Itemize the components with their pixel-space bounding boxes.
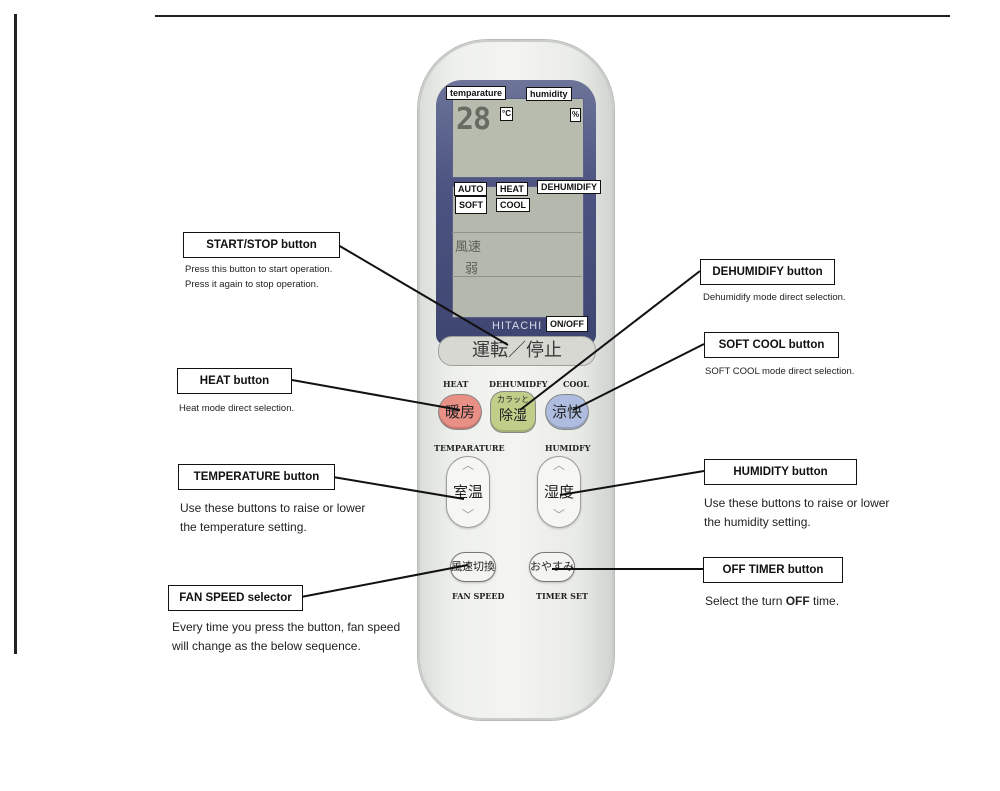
- off-timer-callout-title: OFF TIMER button: [703, 557, 843, 583]
- lcd-divider: [452, 232, 582, 233]
- fan-speed-tag: FAN SPEED: [452, 591, 505, 601]
- heat-tag: HEAT: [443, 379, 469, 389]
- temperature-button-label: 室温: [452, 483, 483, 501]
- display-humidity-label: humidity: [526, 87, 572, 101]
- fan-speed-glyphs: 風速: [455, 240, 482, 255]
- humidity-desc-2: the humidity setting.: [704, 515, 811, 529]
- dehumidify-leader: [519, 270, 701, 411]
- start-stop-button[interactable]: 運転／停止: [438, 336, 596, 366]
- display-temperature-label: temparature: [446, 86, 507, 100]
- soft-cool-desc: SOFT COOL mode direct selection.: [705, 366, 855, 377]
- dehumidify-sub-label: カラッと: [497, 395, 529, 404]
- display-percent: %: [570, 108, 582, 122]
- cool-tag: COOL: [563, 379, 589, 389]
- soft-cool-callout-title: SOFT COOL button: [704, 332, 839, 358]
- start-stop-desc-1: Press this button to start operation.: [185, 264, 333, 275]
- chevron-up-icon[interactable]: ︿: [552, 458, 565, 472]
- start-stop-desc-2: Press it again to stop operation.: [185, 279, 319, 290]
- chevron-up-icon[interactable]: ︿: [461, 458, 474, 472]
- mode-soft-label: SOFT: [455, 196, 487, 214]
- heat-callout-title: HEAT button: [177, 368, 292, 394]
- humidity-callout-title: HUMIDITY button: [704, 459, 857, 485]
- humidity-tag: HUMIDFY: [545, 443, 591, 453]
- display-temperature-value: 28: [456, 102, 491, 137]
- start-stop-callout-title: START/STOP button: [183, 232, 340, 258]
- left-border-line: [14, 14, 17, 654]
- temperature-leader: [332, 476, 465, 500]
- fan-speed-callout-title: FAN SPEED selector: [168, 585, 303, 611]
- off-timer-desc-prefix: Select the turn: [705, 594, 786, 608]
- humidity-leader: [559, 470, 705, 496]
- soft-cool-leader: [572, 343, 705, 411]
- heat-leader: [291, 379, 461, 411]
- humidity-desc-1: Use these buttons to raise or lower: [704, 496, 890, 510]
- fan-level-glyph: 弱: [465, 262, 479, 277]
- timer-set-tag: TIMER SET: [536, 591, 588, 601]
- temperature-callout-title: TEMPERATURE button: [178, 464, 335, 490]
- display-celsius: °C: [500, 107, 513, 121]
- chevron-down-icon[interactable]: ﹀: [552, 508, 565, 522]
- temperature-button[interactable]: ︿ 室温 ﹀: [446, 456, 490, 528]
- chevron-down-icon[interactable]: ﹀: [461, 508, 474, 522]
- mode-auto-label: AUTO: [454, 182, 488, 196]
- fan-speed-desc-1: Every time you press the button, fan spe…: [172, 620, 401, 634]
- dehumidify-desc: Dehumidify mode direct selection.: [703, 292, 846, 303]
- temperature-desc-2: the temperature setting.: [180, 520, 307, 534]
- fan-speed-desc-2: will change as the below sequence.: [172, 639, 361, 653]
- top-border-line: [155, 15, 950, 17]
- on-off-tag: ON/OFF: [546, 316, 588, 332]
- mode-cool-label: COOL: [496, 198, 530, 212]
- mode-dehumidify-label: DEHUMIDIFY: [537, 180, 601, 194]
- brand-logo: HITACHI: [492, 320, 543, 332]
- cool-button[interactable]: 涼快: [546, 395, 588, 429]
- humidity-button-label: 湿度: [543, 483, 574, 501]
- lcd-divider: [452, 276, 582, 277]
- off-timer-desc-bold: OFF: [785, 594, 810, 608]
- heat-desc: Heat mode direct selection.: [179, 403, 295, 414]
- dehumidify-button-label: 除湿: [499, 408, 527, 424]
- temperature-tag: TEMPARATURE: [434, 443, 505, 453]
- temperature-desc-1: Use these buttons to raise or lower: [180, 501, 366, 515]
- mode-heat-label: HEAT: [496, 182, 528, 196]
- fan-speed-leader: [300, 564, 469, 598]
- dehumidify-tag: DEHUMIDFY: [489, 379, 548, 389]
- off-timer-desc: Select the turn OFF time.: [705, 592, 839, 611]
- off-timer-desc-suffix: time.: [809, 594, 840, 608]
- lcd-top-panel: [452, 98, 584, 178]
- dehumidify-button[interactable]: カラッと 除湿: [491, 392, 535, 432]
- humidity-button[interactable]: ︿ 湿度 ﹀: [537, 456, 581, 528]
- heat-button[interactable]: 暖房: [439, 395, 481, 429]
- start-stop-leader: [337, 244, 509, 346]
- dehumidify-callout-title: DEHUMIDIFY button: [700, 259, 835, 285]
